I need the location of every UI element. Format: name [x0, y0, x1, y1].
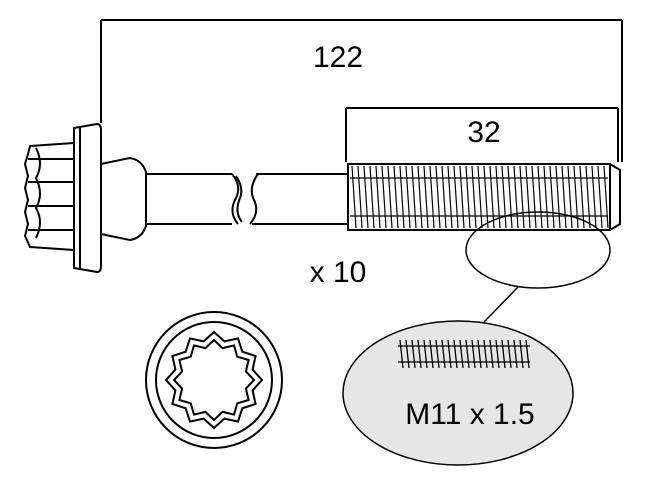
thread-length-label: 32: [467, 116, 500, 149]
bolt-flange: [73, 123, 102, 273]
bolt-threads: [347, 163, 621, 231]
quantity-label: x 10: [310, 256, 367, 289]
thread-profile-icon: [398, 339, 530, 369]
thread-length-dimension: [345, 107, 619, 162]
thread-detail-bubble: [342, 320, 574, 466]
bolt-side-view: [24, 123, 348, 273]
overall-length-label: 122: [313, 41, 363, 74]
thread-callout: [465, 211, 611, 323]
thread-spec-label: M11 x 1.5: [405, 398, 535, 431]
bolt-head-end-view: [145, 311, 283, 449]
bolt-head-side: [24, 142, 75, 251]
overall-length-dimension: [100, 19, 623, 162]
